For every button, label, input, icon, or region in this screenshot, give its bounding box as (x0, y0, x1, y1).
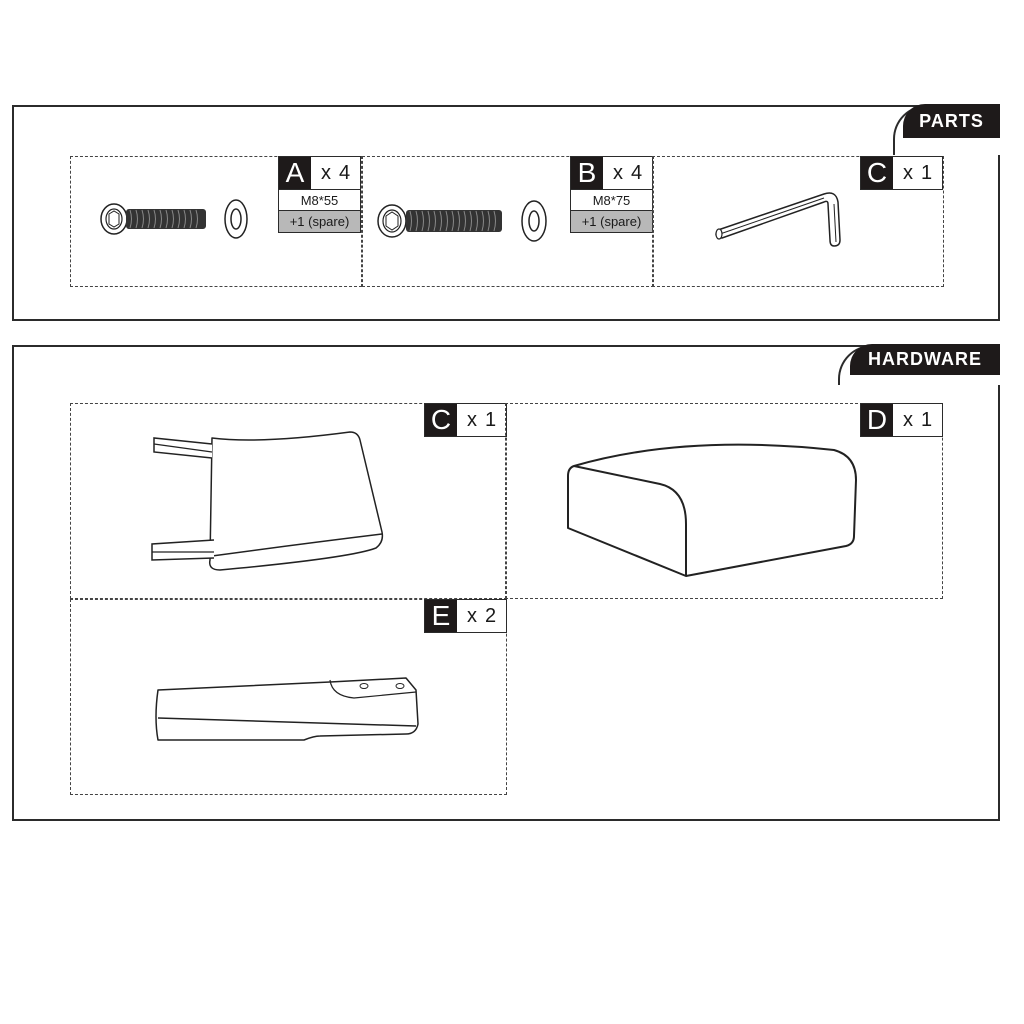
hardware-c-cell (70, 403, 507, 599)
part-a-label: A x 4 (278, 156, 361, 190)
leg-icon (155, 677, 419, 741)
hardware-c-label: C x 1 (424, 403, 507, 437)
hardware-d-label: D x 1 (860, 403, 943, 437)
hardware-c-qty: x 1 (466, 408, 497, 431)
part-a-cell (70, 156, 362, 287)
hardware-d-qty: x 1 (902, 408, 933, 431)
seat-backrest-icon (151, 431, 384, 571)
hardware-c-letter: C (425, 404, 457, 436)
part-c-letter: C (861, 157, 893, 189)
bolt-and-washer-icon (377, 200, 547, 242)
part-a-size: M8*55 (278, 190, 361, 211)
parts-title: PARTS (919, 110, 984, 131)
hardware-title: HARDWARE (868, 349, 982, 369)
allen-key-icon (715, 192, 841, 247)
hardware-e-qty: x 2 (466, 604, 497, 627)
part-a-letter: A (279, 157, 311, 189)
part-b-size: M8*75 (570, 190, 653, 211)
part-b-cell (362, 156, 654, 287)
part-b-spare: +1 (spare) (570, 211, 653, 233)
part-a-qty: x 4 (320, 161, 351, 184)
parts-tab: PARTS (903, 104, 1000, 138)
hardware-e-cell (70, 599, 507, 795)
ottoman-cushion-icon (567, 443, 857, 577)
hardware-e-letter: E (425, 600, 457, 632)
part-c-cell (652, 156, 944, 287)
part-b-letter: B (571, 157, 603, 189)
hardware-tab: HARDWARE (850, 344, 1000, 375)
part-b-qty: x 4 (612, 161, 643, 184)
part-b-label: B x 4 (570, 156, 653, 190)
part-c-qty: x 1 (902, 161, 933, 184)
hardware-d-letter: D (861, 404, 893, 436)
hardware-d-cell (505, 403, 943, 599)
part-a-spare: +1 (spare) (278, 211, 361, 233)
bolt-and-washer-icon (100, 199, 248, 239)
hardware-e-label: E x 2 (424, 599, 507, 633)
part-c-label: C x 1 (860, 156, 943, 190)
